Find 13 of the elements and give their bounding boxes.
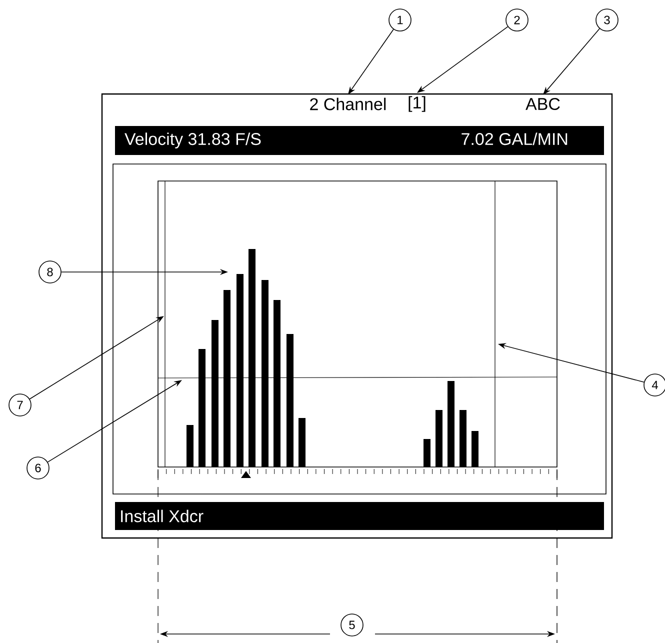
callout-number: 6 bbox=[26, 456, 50, 480]
callout-number: 3 bbox=[596, 8, 618, 32]
status-text: ABC bbox=[526, 98, 560, 110]
status-text: [1] bbox=[408, 96, 426, 112]
callout-number: 1 bbox=[388, 8, 412, 32]
status-text: 2 Channel bbox=[310, 98, 386, 110]
callout-number: 5 bbox=[340, 614, 364, 636]
callout-number: 2 bbox=[506, 8, 528, 32]
display-bar: Velocity 31.83 F/S 7.02 GAL/MIN bbox=[115, 126, 604, 155]
callout-number: 7 bbox=[8, 394, 32, 416]
callout-number: 8 bbox=[38, 260, 62, 284]
display-bar: Install Xdcr bbox=[115, 502, 604, 530]
callout-number: 4 bbox=[644, 374, 665, 396]
